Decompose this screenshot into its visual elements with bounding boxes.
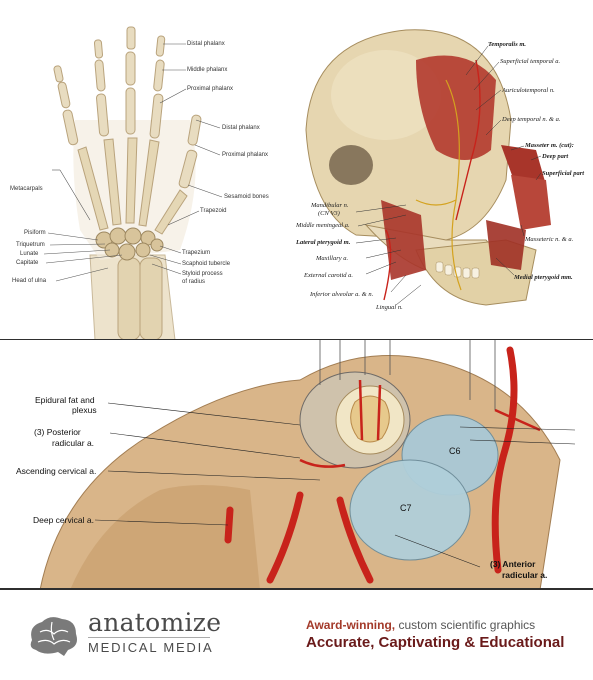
label-trapezoid: Trapezoid	[200, 208, 227, 214]
label-deep-temporal: Deep temporal n. & a.	[502, 116, 561, 123]
label-styloid-process: Styloid process	[182, 271, 223, 277]
label-maxillary: Maxillary a.	[316, 255, 349, 262]
label-lunate: Lunate	[20, 251, 39, 257]
label-inferior-alveolar: Inferior alveolar a. & n.	[310, 291, 374, 298]
label-c7: C7	[400, 503, 412, 513]
label-external-carotid: External carotid a.	[304, 272, 354, 279]
label-proximal-phalanx-thumb: Proximal phalanx	[222, 152, 269, 158]
label-auriculotemporal: Auriculotemporal n.	[502, 87, 555, 94]
label-proximal-phalanx: Proximal phalanx	[187, 86, 234, 92]
label-deep-cervical: Deep cervical a.	[33, 515, 94, 525]
label-middle-meningeal: Middle meningeal a.	[296, 222, 350, 229]
label-mandibular-cn: (CN V3)	[318, 210, 340, 217]
tagline-line-1: Award-winning, custom scientific graphic…	[306, 618, 535, 632]
label-lateral-pterygoid: Lateral pterygoid m.	[296, 239, 351, 246]
label-styloid-process-of-radius: of radius	[182, 279, 206, 285]
label-anterior-radicular: (3) Anterior	[490, 559, 536, 569]
label-sesamoid-bones: Sesamoid bones	[224, 194, 269, 200]
label-masseteric: Masseteric n. & a.	[525, 236, 574, 243]
tagline-rest: custom scientific graphics	[395, 618, 536, 632]
label-metacarpals: Metacarpals	[10, 186, 43, 192]
brand-subtitle: MEDICAL MEDIA	[88, 640, 214, 655]
label-mandibular: Mandibular n.	[311, 202, 349, 209]
hand-bones-illustration	[43, 26, 223, 340]
tagline-main: Accurate, Captivating & Educational	[306, 634, 565, 651]
label-pisiform: Pisiform	[24, 230, 46, 236]
hand-illustration-panel: Distal phalanx Middle phalanx Proximal p…	[0, 0, 293, 340]
spine-illustration-panel: Epidural fat and plexus (3) Posterior ra…	[0, 340, 593, 590]
brand-divider	[88, 637, 210, 638]
label-epidural-fat: Epidural fat and	[35, 395, 95, 405]
label-masseter: Masseter m. (cut):	[525, 142, 574, 149]
label-posterior-radicular: (3) Posterior	[34, 427, 81, 437]
label-posterior-radicular-a: radicular a.	[52, 438, 95, 448]
label-distal-phalanx: Distal phalanx	[187, 41, 225, 47]
label-medial-pterygoid: Medial pterygoid mm.	[514, 274, 573, 281]
label-deep-part: Deep part	[542, 153, 569, 160]
label-superficial-temporal: Superficial temporal a.	[500, 58, 561, 65]
panel-divider-bottom	[0, 588, 593, 590]
label-triquetrum: Triquetrum	[16, 242, 45, 248]
label-distal-phalanx-thumb: Distal phalanx	[222, 125, 260, 131]
label-middle-phalanx: Middle phalanx	[187, 67, 228, 73]
skull-musculature-illustration	[305, 29, 551, 306]
brain-logo-icon	[30, 617, 78, 656]
label-lingual: Lingual n.	[376, 304, 403, 311]
label-ascending-cervical: Ascending cervical a.	[16, 466, 97, 476]
label-anterior-radicular-a: radicular a.	[502, 570, 548, 580]
label-superficial-part: Superficial part	[542, 170, 585, 177]
tagline-highlight: Award-winning,	[306, 618, 396, 632]
label-trapezium: Trapezium	[182, 250, 211, 256]
label-scaphoid-tubercle: Scaphoid tubercle	[182, 261, 231, 267]
brand-name: anatomize	[88, 608, 222, 637]
label-head-of-ulna: Head of ulna	[12, 278, 47, 284]
cervical-spine-illustration	[39, 340, 576, 590]
label-temporalis: Temporalis m.	[488, 41, 527, 48]
label-capitate: Capitate	[16, 260, 39, 266]
label-epidural-plexus: plexus	[72, 405, 97, 415]
label-c6: C6	[449, 446, 461, 456]
skull-illustration-panel: Temporalis m. Superficial temporal a. Au…	[296, 0, 593, 340]
brand-footer	[0, 590, 593, 680]
